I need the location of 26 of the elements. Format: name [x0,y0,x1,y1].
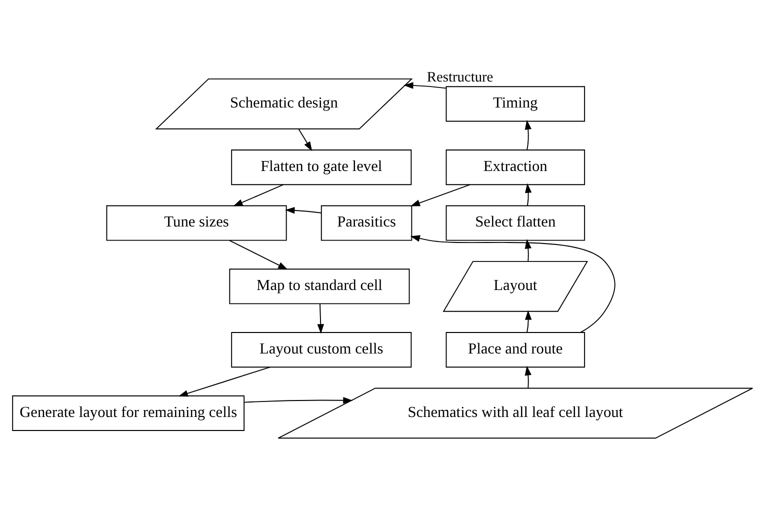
node-box: Generate layout for remaining cells [12,395,245,431]
arrow [524,239,532,262]
arrow [404,82,446,89]
arrow [410,235,616,333]
node-box: Select flatten [446,205,586,241]
arrow [317,303,324,334]
arrow [285,207,322,214]
node-box: Timing [446,86,586,122]
arrow [244,397,353,404]
node-box: Flatten to gate level [231,150,412,186]
arrow [525,183,532,206]
arrow [233,184,284,206]
node-box: Tune sizes [106,205,287,241]
node-box: Extraction [446,150,586,186]
arrow [524,120,532,150]
arrow [410,184,470,206]
arrow [525,310,532,333]
node-box: Parasitics [320,205,412,241]
arrow [524,366,532,389]
node-box: Layout custom cells [231,332,412,368]
arrow [229,240,288,270]
node-box: Place and route [446,332,586,368]
arrow [298,128,312,152]
node-box: Map to standard cell [229,268,410,304]
arrow [178,366,270,397]
edge-label: Restructure [426,69,494,86]
